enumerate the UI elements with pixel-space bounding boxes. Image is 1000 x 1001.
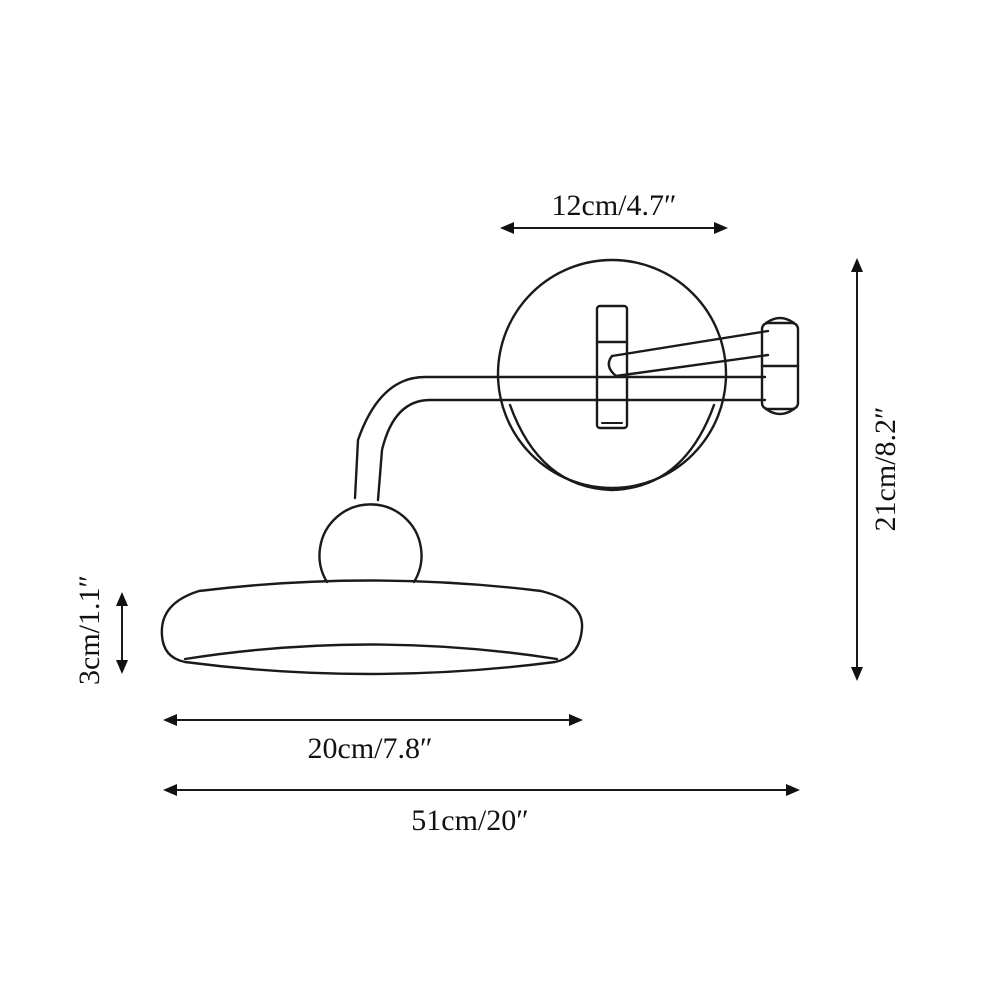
swing-arm [607, 329, 770, 378]
disc-shade [160, 579, 584, 676]
dimension-total-height: 21cm/8.2″ [851, 258, 902, 681]
lamp-arm [353, 375, 767, 502]
total-length-label: 51cm/20″ [411, 804, 528, 837]
ball-joint [318, 503, 423, 584]
hinge-joint [760, 316, 800, 416]
shade-diameter-label: 20cm/7.8″ [308, 732, 433, 765]
wall-lamp-illustration [160, 258, 800, 676]
dimension-shade-height: 3cm/1.1″ [73, 575, 128, 685]
dimension-plate-width: 12cm/4.7″ [500, 189, 728, 234]
mount-bracket [595, 304, 629, 430]
dimension-shade-diameter: 20cm/7.8″ [163, 714, 583, 765]
plate-width-label: 12cm/4.7″ [552, 189, 677, 222]
wall-plate [496, 258, 728, 492]
dimension-total-length: 51cm/20″ [163, 784, 800, 837]
total-height-label: 21cm/8.2″ [869, 407, 902, 532]
shade-height-label: 3cm/1.1″ [73, 575, 106, 685]
